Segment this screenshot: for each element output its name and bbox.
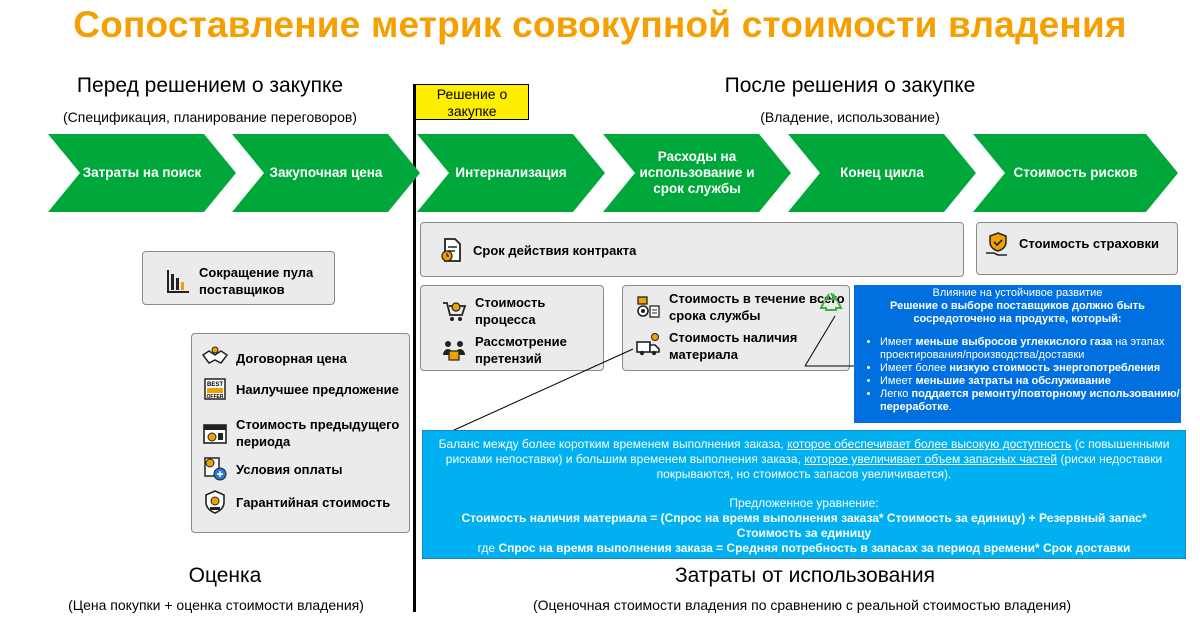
arrow-end-of-cycle: Конец цикла (788, 134, 976, 212)
sustainability-bullet: Имеет более низкую стоимость энергопотре… (880, 362, 1181, 375)
sustainability-bullet: Имеет меньше выбросов углекислого газа н… (880, 336, 1181, 362)
delivery-truck-icon (636, 333, 660, 356)
best-offer-icon: BEST OFFER (204, 378, 226, 400)
balance-text-underline: которое обеспечивает более высокую досту… (787, 437, 1072, 451)
bullet-text: на этапах проектирования/производства/до… (880, 336, 1165, 361)
evaluation-box: Договорная цена BEST OFFER Наилучшее пред… (191, 333, 410, 533)
bullet-text: Имеет более (880, 362, 950, 374)
bullet-bold: низкую стоимость энергопотребления (949, 362, 1161, 374)
evaluation-item-0: Договорная цена (236, 350, 347, 366)
sustainability-list: Имеет меньше выбросов углекислого газа н… (854, 336, 1181, 414)
bullet-bold: меньше выбросов углекислого газа (915, 336, 1113, 348)
arrow-internalization: Интернализация (417, 134, 605, 212)
supplier-pool-box: Сокращение пула поставщиков (142, 251, 335, 305)
arrow-label: Расходы на использование и срок службы (639, 149, 755, 196)
arrow-label: Затраты на поиск (82, 165, 202, 180)
svg-text:BEST: BEST (207, 382, 223, 388)
balance-text-part: Баланс между более коротким временем вып… (438, 437, 788, 451)
availability-cost-label: Стоимость наличия материала (669, 330, 798, 362)
contract-clock-icon (441, 238, 461, 262)
arrow-label: Стоимость рисков (1013, 165, 1138, 180)
contract-label: Срок действия контракта (473, 242, 637, 258)
phase-after-subtitle: (Владение, использование) (760, 109, 940, 125)
arrow-search-cost: Затраты на поиск (48, 134, 236, 212)
arrow-label: Интернализация (455, 165, 567, 180)
svg-text:OFFER: OFFER (207, 394, 224, 400)
balance-box: Баланс между более коротким временем вып… (422, 430, 1186, 559)
claims-people-icon (443, 341, 465, 361)
insurance-box: Стоимость страховки (976, 222, 1178, 275)
supplier-pool-label: Сокращение пула поставщиков (199, 265, 314, 297)
usage-box: Стоимость в течение всего срока службы С… (622, 285, 850, 371)
decision-label: Решение о закупке (415, 84, 529, 120)
internalization-box: Стоимость процесса Рассмотрение претензи… (420, 285, 604, 371)
bullet-text: Имеет (880, 375, 916, 387)
equation-where-prefix: где (477, 541, 499, 555)
balance-text-part: (риски недоставки покрываются, но стоимо… (656, 452, 1163, 481)
evaluation-item-3: Условия оплаты (236, 461, 343, 477)
insurance-label: Стоимость страховки (1019, 236, 1160, 251)
recycle-icon (819, 292, 843, 311)
bar-chart-down-icon (167, 270, 189, 293)
usage-title: Затраты от использования (674, 564, 936, 587)
sustainability-box: Влияние на устойчивое развитие Решение о… (854, 285, 1181, 423)
phase-after-title: После решения о закупке (724, 74, 976, 97)
arrow-label: Конец цикла (840, 165, 924, 180)
bullet-bold: меньшие затраты на обслуживание (915, 375, 1111, 387)
decision-line (413, 84, 416, 612)
phase-before-subtitle: (Спецификация, планирование переговоров) (63, 109, 357, 125)
lifetime-cost-icon (637, 296, 660, 318)
shield-hand-icon (986, 232, 1007, 256)
arrow-risk-cost: Стоимость рисков (973, 134, 1178, 212)
bullet-bold: поддается ремонту/повторному использован… (880, 388, 1180, 413)
evaluation-item-1: Наилучшее предложение (236, 381, 399, 397)
phase-before-title: Перед решением о закупке (76, 74, 344, 97)
contract-box: Срок действия контракта (420, 222, 964, 277)
payment-terms-icon (204, 457, 227, 481)
bullet-text: . (948, 401, 952, 413)
evaluation-title: Оценка (188, 564, 262, 587)
sustainability-bullet: Легко поддается ремонту/повторному испол… (880, 388, 1181, 414)
handshake-icon (202, 346, 228, 364)
balance-text-underline: которое увеличивает объем запасных часте… (804, 452, 1058, 466)
bullet-text: Легко (880, 388, 912, 400)
calendar-cost-icon (203, 424, 227, 444)
evaluation-item-4: Гарантийная стоимость (236, 494, 391, 510)
arrow-usage-lifetime: Расходы на использование и срок службы (603, 134, 791, 212)
claims-label: Рассмотрение претензий (475, 334, 567, 366)
sustainability-bullet: Имеет меньшие затраты на обслуживание (880, 375, 1181, 388)
page-title: Сопоставление метрик совокупной стоимост… (73, 4, 1127, 45)
equation-where-formula: Спрос на время выполнения заказа = Средн… (498, 541, 1131, 555)
evaluation-item-2: Стоимость предыдущего периода (236, 417, 400, 449)
process-cost-label: Стоимость процесса (475, 295, 546, 327)
evaluation-subtitle: (Цена покупки + оценка стоимости владени… (68, 597, 364, 613)
equation-where: где Спрос на время выполнения заказа = С… (423, 541, 1185, 556)
arrow-purchase-price: Закупочная цена (232, 134, 420, 212)
sustainability-lead: Решение о выборе поставщиков должно быть… (890, 300, 1145, 325)
equation-title: Предложенное уравнение: (729, 496, 879, 510)
warranty-shield-icon (205, 490, 225, 514)
usage-subtitle: (Оценочная стоимости владения по сравнен… (533, 597, 1071, 613)
sustainability-heading: Влияние на устойчивое развитие (932, 287, 1103, 299)
lifetime-cost-label: Стоимость в течение всего срока службы (669, 291, 845, 323)
balance-text-part: (с повышенными рисками непоставки) и бол… (445, 437, 1170, 466)
equation-main: Стоимость наличия материала = (Спрос на … (461, 511, 1147, 540)
bullet-text: Имеет (880, 336, 916, 348)
balance-text: Баланс между более коротким временем вып… (423, 431, 1185, 482)
arrow-label: Закупочная цена (269, 165, 383, 180)
cart-gear-icon (443, 302, 467, 321)
